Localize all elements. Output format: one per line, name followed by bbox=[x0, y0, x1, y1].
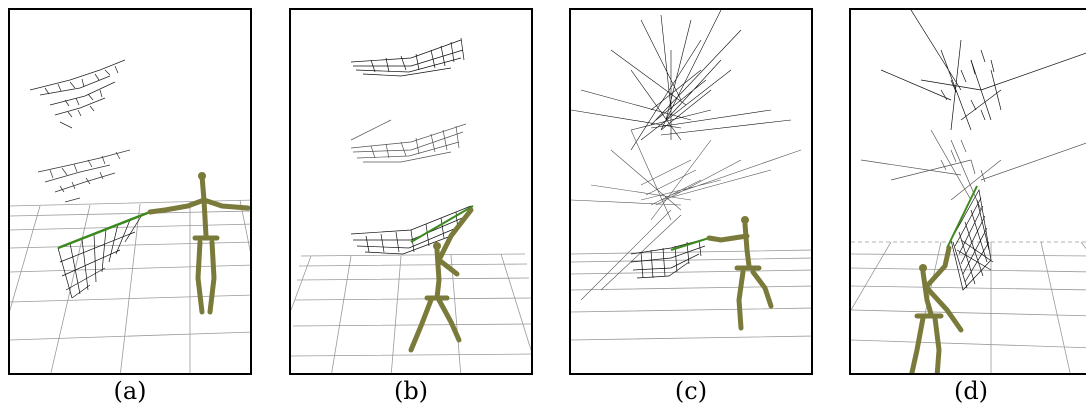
panel-c-scene bbox=[571, 10, 811, 341]
panel-d bbox=[849, 8, 1086, 375]
ghost-cloth-middle bbox=[350, 119, 467, 163]
figure-head bbox=[198, 172, 206, 180]
cloth-edge bbox=[410, 205, 474, 243]
ghost-cloth-lower bbox=[37, 149, 131, 203]
floor-grid bbox=[571, 249, 811, 341]
panel-d-scene bbox=[851, 10, 1086, 373]
ghost-cloth-upper bbox=[29, 59, 126, 129]
caption-b: (b) bbox=[393, 377, 429, 405]
cloth-edge bbox=[670, 237, 710, 251]
panel-a-scene bbox=[10, 59, 250, 373]
panel-c bbox=[569, 8, 813, 375]
ghost-cloth-top bbox=[350, 37, 465, 77]
cloth-edge bbox=[57, 210, 151, 250]
ghost-cloth-upper bbox=[880, 10, 1086, 131]
cloth-mesh bbox=[950, 188, 994, 291]
caption-c: (c) bbox=[674, 377, 708, 405]
caption-d: (d) bbox=[953, 377, 989, 405]
ghost-cloth-upper bbox=[571, 10, 792, 151]
ghost-cloth-lower bbox=[571, 129, 802, 301]
panel-b bbox=[289, 8, 533, 375]
cloth-mesh bbox=[57, 211, 151, 299]
floor-grid bbox=[291, 253, 531, 373]
stick-figure bbox=[408, 207, 474, 353]
stick-figure bbox=[147, 173, 250, 315]
stick-figure bbox=[909, 245, 964, 373]
panel-a bbox=[8, 8, 252, 375]
stick-figure bbox=[706, 221, 774, 331]
cloth-mesh bbox=[630, 237, 710, 279]
cloth-edge bbox=[946, 185, 978, 249]
panel-b-scene bbox=[291, 37, 531, 373]
figure-head bbox=[919, 264, 927, 272]
floor-grid bbox=[10, 199, 250, 373]
ghost-cloth-lower bbox=[860, 129, 1086, 211]
figure-head bbox=[741, 216, 749, 224]
caption-a: (a) bbox=[113, 377, 147, 405]
figure-head bbox=[433, 242, 441, 250]
